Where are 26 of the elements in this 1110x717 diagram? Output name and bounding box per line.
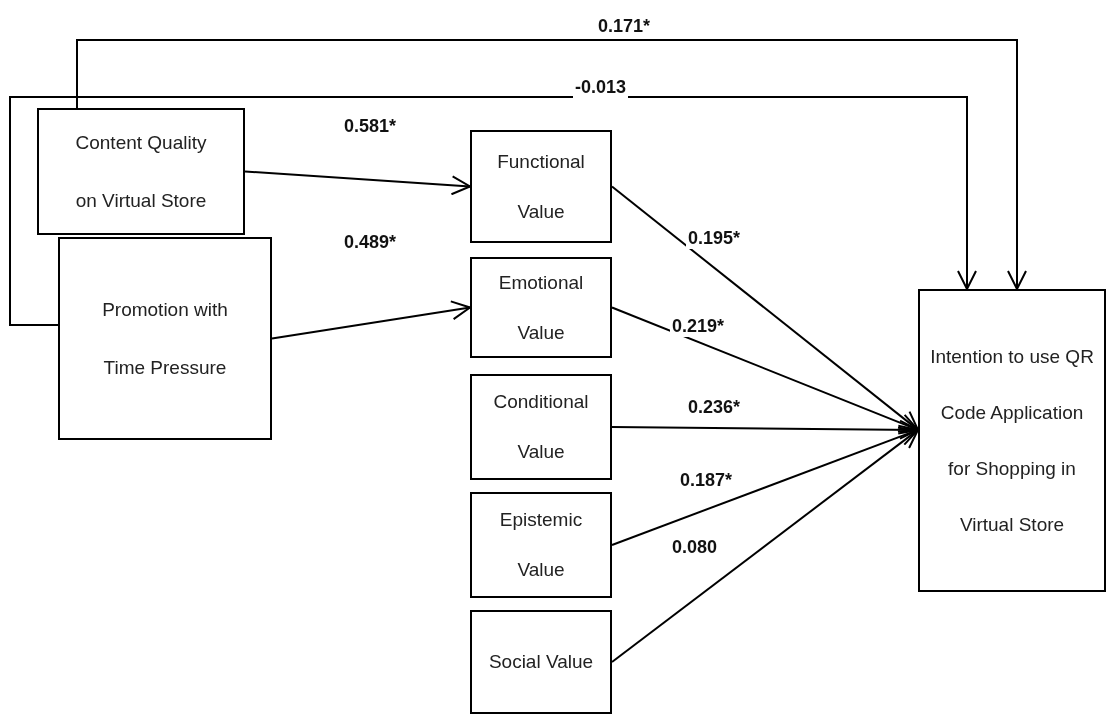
- variable-label: Epistemic Value: [498, 508, 584, 582]
- variable-box: [37, 108, 245, 235]
- edge-label: -0.013: [573, 77, 629, 98]
- arrow: [244, 170, 471, 196]
- variable-label: Content Quality on Virtual Store: [74, 130, 208, 213]
- variable-box: [470, 374, 612, 480]
- variable-box: [470, 610, 612, 714]
- arrow: [611, 185, 919, 431]
- variable-label: Conditional Value: [492, 390, 590, 464]
- variable-label: Functional Value: [496, 149, 586, 224]
- variable-box: [470, 257, 612, 358]
- variable-label: Social Value: [487, 650, 595, 674]
- variable-box: [470, 130, 612, 243]
- variable-box: [470, 492, 612, 598]
- variable-box: [918, 289, 1106, 592]
- arrow: [9, 96, 977, 326]
- edge-label: 0.195*: [686, 228, 743, 249]
- variable-label: Emotional Value: [497, 270, 585, 345]
- edge-label: 0.219*: [670, 316, 727, 337]
- arrow: [76, 39, 1027, 290]
- variable-label: Intention to use QR Code Application for Shopping in Virtual Store: [929, 344, 1095, 537]
- arrow: [611, 306, 919, 433]
- arrow: [611, 428, 919, 663]
- arrow: [271, 300, 471, 340]
- variable-label: Promotion with Time Pressure: [101, 297, 229, 380]
- variable-box: [58, 237, 272, 440]
